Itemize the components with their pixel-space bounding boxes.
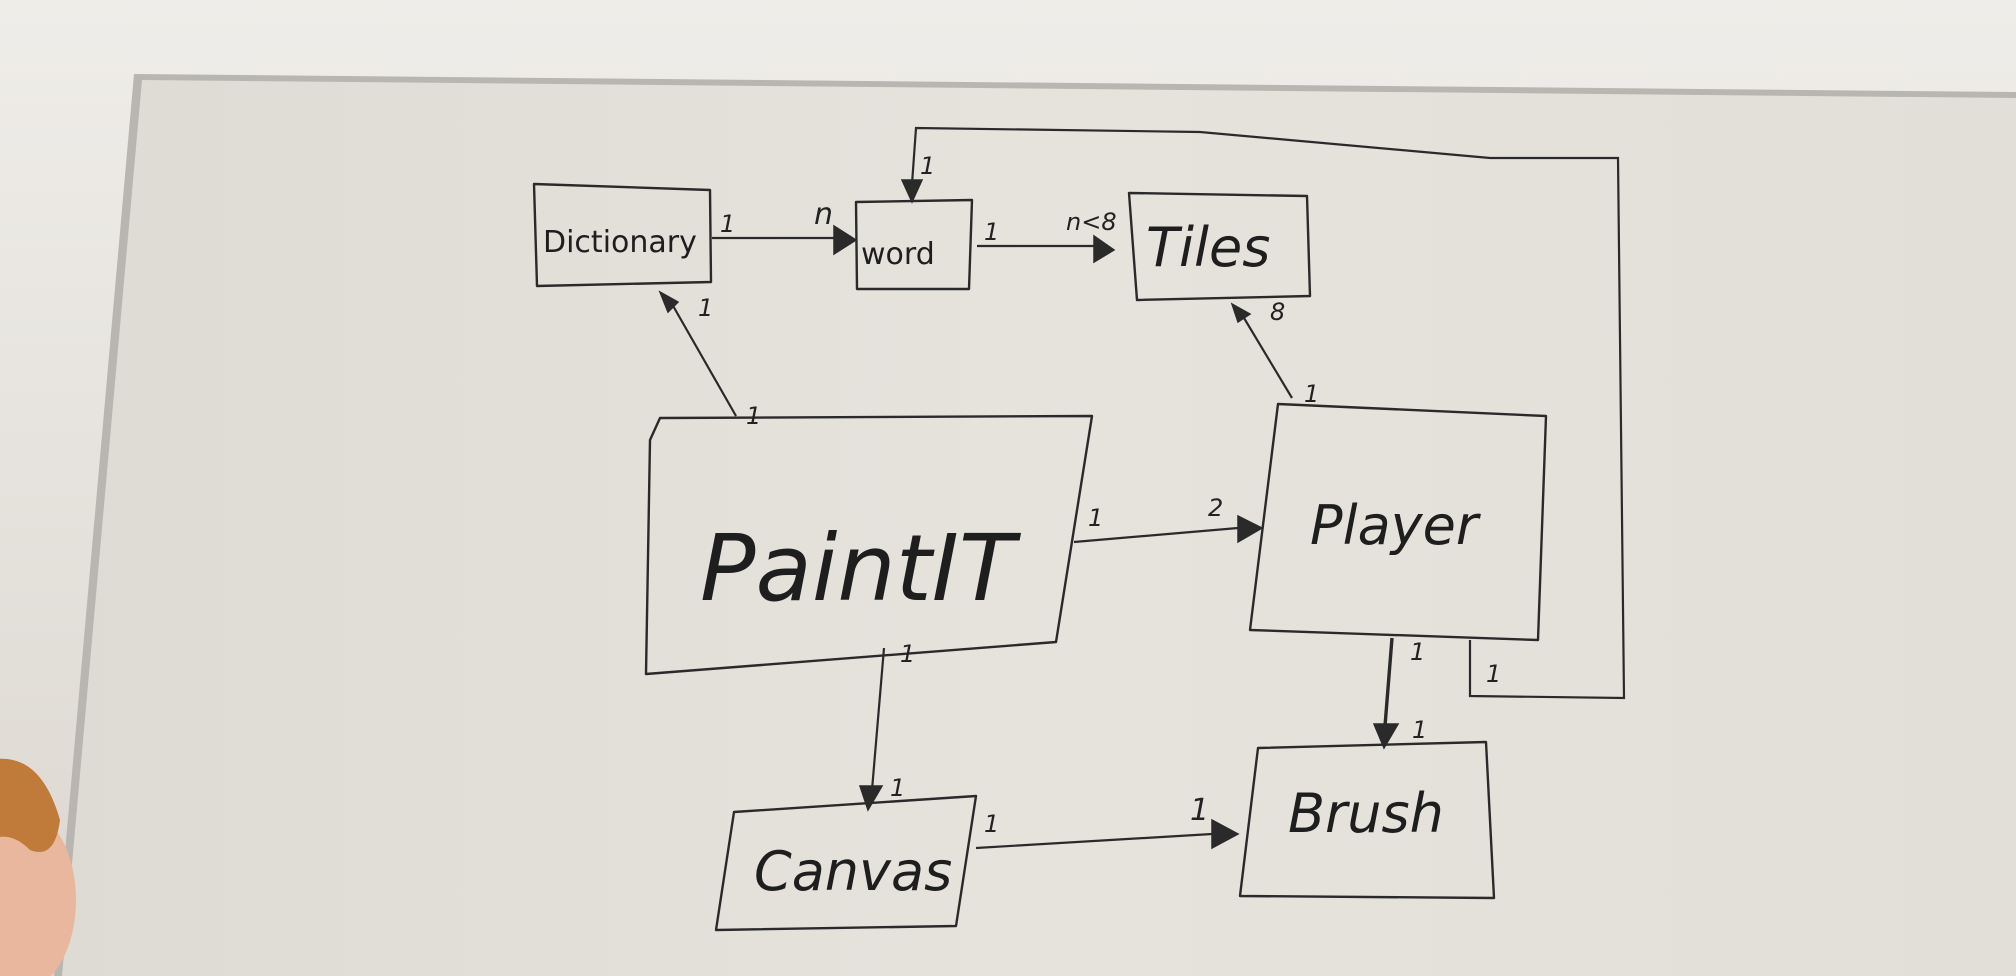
node-player-label: Player xyxy=(1310,494,1481,557)
mult-player-tiles-source: 1 xyxy=(1304,380,1319,408)
mult-player-word-target: 1 xyxy=(920,152,935,180)
node-brush: Brush xyxy=(1238,740,1496,900)
node-paintit-label: PaintIT xyxy=(700,515,1022,622)
mult-canvas-brush-target: 1 xyxy=(1190,793,1209,828)
mult-paintit-dictionary-target: 1 xyxy=(698,294,713,322)
node-dictionary-label: Dictionary xyxy=(543,225,697,260)
whiteboard-surface xyxy=(62,80,2016,976)
node-paintit: PaintIT xyxy=(644,414,1094,676)
node-brush-label: Brush xyxy=(1288,782,1444,845)
mult-dictionary-word-target: n xyxy=(814,197,833,232)
arrowhead-player xyxy=(1237,514,1264,544)
edge-dictionary-word: 1 n xyxy=(712,197,858,256)
edge-word-tiles: 1 n<8 xyxy=(977,208,1117,264)
person-head xyxy=(0,758,76,976)
arrowhead-tiles xyxy=(1093,234,1116,264)
edge-paintit-player: 1 2 xyxy=(1073,494,1264,544)
edge-paintit-dictionary: 1 1 xyxy=(658,290,761,430)
arrowhead-word-top xyxy=(900,179,924,204)
edge-canvas-brush: 1 1 xyxy=(975,793,1240,850)
edge-paintit-canvas: 1 1 xyxy=(858,640,915,812)
arrowhead-brush-left xyxy=(1211,818,1240,850)
node-tiles: Tiles xyxy=(1127,191,1312,302)
mult-player-tiles-target: 8 xyxy=(1270,298,1285,326)
edge-player-tiles: 1 8 xyxy=(1230,298,1319,408)
edge-player-word: 1 1 xyxy=(900,126,1626,700)
node-tiles-label: Tiles xyxy=(1146,216,1270,279)
mult-paintit-dictionary-source: 1 xyxy=(746,402,761,430)
mult-player-brush-source: 1 xyxy=(1410,638,1425,666)
node-player: Player xyxy=(1248,402,1548,642)
mult-player-word-source: 1 xyxy=(1486,660,1501,688)
node-canvas-label: Canvas xyxy=(754,840,952,903)
arrowhead-dictionary xyxy=(658,290,680,314)
mult-word-tiles-source: 1 xyxy=(984,218,999,246)
mult-canvas-brush-source: 1 xyxy=(984,810,999,838)
node-dictionary: Dictionary xyxy=(532,182,713,288)
mult-word-tiles-target: n<8 xyxy=(1066,208,1117,236)
arrowhead-canvas xyxy=(858,785,884,812)
mult-paintit-canvas-target: 1 xyxy=(890,774,905,802)
node-word-label: word xyxy=(861,237,935,272)
mult-paintit-player-source: 1 xyxy=(1088,504,1103,532)
mult-dictionary-word-source: 1 xyxy=(720,210,735,238)
arrowhead-brush-top xyxy=(1372,723,1400,750)
mult-paintit-canvas-source: 1 xyxy=(900,640,915,668)
arrowhead-tiles-bottom xyxy=(1230,302,1252,324)
mult-paintit-player-target: 2 xyxy=(1208,494,1223,522)
edge-player-brush: 1 1 xyxy=(1372,637,1427,750)
arrowhead-word xyxy=(833,224,858,256)
mult-player-brush-target: 1 xyxy=(1412,716,1427,744)
node-canvas: Canvas xyxy=(714,794,978,932)
node-word: word xyxy=(854,198,974,291)
